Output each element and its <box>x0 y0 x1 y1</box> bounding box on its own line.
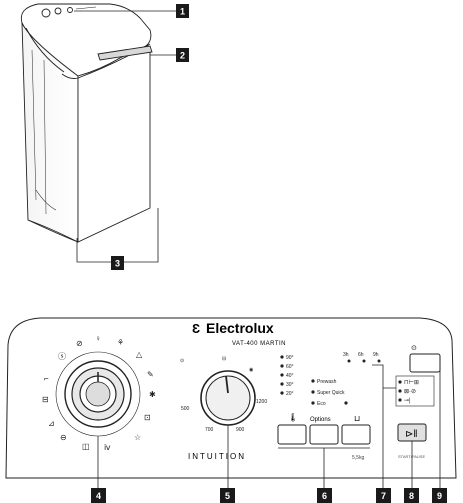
callout-4: 4 <box>91 488 106 503</box>
wash-phase-icon: ⊠·⊘ <box>404 389 416 395</box>
svg-text:3: 3 <box>115 259 120 269</box>
svg-text:9: 9 <box>437 491 442 501</box>
callout-6: 6 <box>317 488 332 503</box>
rinse-icon: ✱ <box>149 390 156 399</box>
cotton-icon: ⓢ <box>58 352 66 361</box>
spin-top-icon: ⊟ <box>222 356 226 362</box>
temperature-button[interactable] <box>277 424 307 445</box>
off-icon: ⌐ <box>44 374 49 383</box>
wool-icon: △ <box>136 350 143 359</box>
door-lock-icon: ⊓⊢⊞ <box>404 379 419 386</box>
svg-text:Super Quick: Super Quick <box>317 390 345 396</box>
svg-text:Prewash: Prewash <box>317 379 337 385</box>
svg-text:Options: Options <box>310 417 331 423</box>
time-display <box>409 353 441 373</box>
end-icon: ⊸| <box>404 398 411 404</box>
temperature-list: 90° 60° 40° 30° 20° <box>280 355 294 397</box>
option-buttons: 🌡 Options ⊔ <box>288 413 360 423</box>
model-name: VAT-400 MARTIN <box>232 341 286 347</box>
spin-icon: ⊡ <box>144 413 151 422</box>
svg-text:20°: 20° <box>286 391 294 397</box>
svg-text:60°: 60° <box>286 364 294 370</box>
svg-text:6h: 6h <box>358 352 364 358</box>
callout-5: 5 <box>220 488 235 503</box>
synthetic-icon: ♀ <box>95 334 101 343</box>
brand-logo-icon: Ɛ <box>192 321 200 336</box>
svg-text:3h: 3h <box>343 352 349 358</box>
svg-text:6: 6 <box>322 491 327 501</box>
svg-text:ⅳ: ⅳ <box>104 443 111 452</box>
svg-text:500: 500 <box>181 406 190 412</box>
svg-text:700: 700 <box>205 427 214 433</box>
machine-illustration <box>20 3 153 243</box>
quick-icon: ⊟ <box>42 395 49 404</box>
temp-icon: 🌡 <box>288 413 298 422</box>
drain-icon: ☆ <box>134 433 141 442</box>
eco-button-icon: ⊔ <box>354 414 360 423</box>
jeans-icon: ⊖ <box>60 433 67 442</box>
spin-labels: ⊙ ⊟ ◉ 500 700 900 1200 <box>180 356 267 433</box>
option-list: Prewash Super Quick Eco <box>311 379 348 407</box>
timer-icon: ⊙ <box>411 345 417 352</box>
svg-text:1200: 1200 <box>256 399 267 405</box>
svg-text:7: 7 <box>381 491 386 501</box>
mixed-icon: ⊘ <box>76 339 83 348</box>
svg-text:5: 5 <box>225 491 230 501</box>
leader-lines-bottom <box>97 363 441 488</box>
series-name: INTUITION <box>188 452 246 461</box>
svg-text:2: 2 <box>180 51 185 61</box>
svg-text:40°: 40° <box>286 373 294 379</box>
status-indicators: ⊓⊢⊞ ⊠·⊘ ⊸| <box>395 375 435 407</box>
callout-1: 1 <box>176 4 189 18</box>
delay-button[interactable] <box>341 424 371 445</box>
callout-3: 3 <box>111 256 124 270</box>
eco-icon: ⊿ <box>48 419 55 428</box>
brand-block: Ɛ Electrolux VAT-400 MARTIN <box>192 320 286 347</box>
svg-text:Eco: Eco <box>317 401 326 407</box>
svg-text:1: 1 <box>180 7 185 17</box>
callout-2: 2 <box>176 48 189 62</box>
spin-stop-icon: ◉ <box>249 367 254 373</box>
hand-wash-icon: ✎ <box>147 370 154 379</box>
spin-icon-left: ⊙ <box>180 358 184 364</box>
delicate-icon: ⚘ <box>117 338 124 347</box>
program-selector[interactable] <box>55 351 141 437</box>
program-icons: ⓢ ⊘ ♀ ⚘ △ ✎ ✱ ⊡ ☆ ⌐ ⊟ ⊿ ⊖ ◫ ⅳ <box>42 334 156 452</box>
brand-name: Electrolux <box>206 320 274 336</box>
svg-text:8: 8 <box>409 491 414 501</box>
callout-7: 7 <box>376 488 391 503</box>
delay-list: 3h 6h 9h <box>343 352 381 363</box>
svg-text:900: 900 <box>236 427 245 433</box>
capacity-label: 5,5kg <box>352 455 364 461</box>
svg-text:4: 4 <box>96 491 101 501</box>
spin-speed-selector[interactable] <box>200 370 256 426</box>
stain-icon: ◫ <box>82 442 90 451</box>
options-button[interactable] <box>309 424 339 445</box>
svg-text:9h: 9h <box>373 352 379 358</box>
play-pause-icon: ⊳‖ <box>405 429 418 440</box>
callout-9: 9 <box>432 488 447 503</box>
callout-8: 8 <box>404 488 419 503</box>
svg-text:30°: 30° <box>286 382 294 388</box>
svg-text:90°: 90° <box>286 355 294 361</box>
